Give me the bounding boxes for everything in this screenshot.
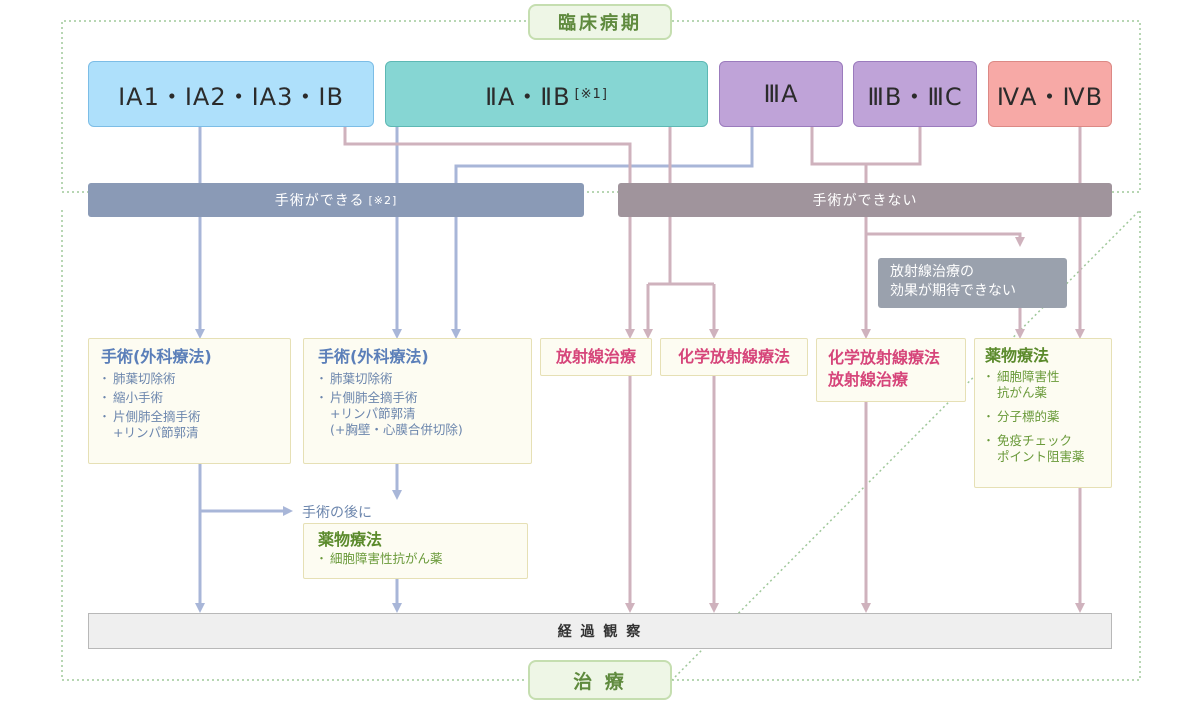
- inoperable-label: 手術ができない: [812, 193, 918, 209]
- stage-3a-label: ⅢA: [763, 80, 799, 108]
- radiation-title: 放射線治療: [555, 347, 636, 366]
- drug-item: 分子標的薬: [983, 409, 1111, 425]
- combo-line1: 化学放射線療法: [828, 348, 941, 367]
- stage-4: ⅣA・ⅣB: [988, 61, 1112, 127]
- drug-title: 薬物療法: [985, 346, 1050, 365]
- surgery-box-2: 手術(外科療法) 肺葉切除術 片側肺全摘手術 +リンパ節郭清 (+胸壁・心膜合併…: [303, 338, 532, 464]
- surgery-2-item: 肺葉切除術: [316, 371, 531, 387]
- no-radiation-effect-note: 放射線治療の 効果が期待できない: [878, 258, 1067, 308]
- surgery-1-item: 縮小手術: [99, 390, 290, 406]
- follow-up-label: 経 過 観 察: [557, 624, 643, 640]
- stage-3bc-label: ⅢB・ⅢC: [867, 82, 963, 111]
- operable-bar: 手術ができる[※2]: [88, 183, 584, 217]
- stage-3bc: ⅢB・ⅢC: [853, 61, 977, 127]
- after-surgery-label: 手術の後に: [302, 505, 372, 521]
- surgery-1-item: 肺葉切除術: [99, 371, 290, 387]
- chemoradiation-box: 化学放射線療法: [660, 338, 808, 376]
- inoperable-bar: 手術ができない: [618, 183, 1112, 217]
- operable-label: 手術ができる: [274, 193, 365, 209]
- drug-item: 細胞障害性 抗がん薬: [983, 369, 1111, 401]
- radiation-box: 放射線治療: [540, 338, 652, 376]
- surgery-2-title: 手術(外科療法): [318, 347, 429, 366]
- stage-1-label: IA1・IA2・IA3・IB: [118, 82, 344, 111]
- stage-2: ⅡA・ⅡB[※1]: [385, 61, 708, 127]
- treatment-label: 治 療: [528, 660, 672, 700]
- surgery-1-title: 手術(外科療法): [101, 347, 212, 366]
- no-effect-line2: 効果が期待できない: [890, 283, 1016, 299]
- no-effect-line1: 放射線治療の: [890, 264, 974, 280]
- chemoradiation-title: 化学放射線療法: [677, 347, 790, 366]
- stage-3a: ⅢA: [719, 61, 843, 127]
- post-drug-title: 薬物療法: [318, 530, 383, 549]
- drug-item: 免疫チェック ポイント阻害薬: [983, 433, 1111, 465]
- surgery-box-1: 手術(外科療法) 肺葉切除術 縮小手術 片側肺全摘手術 +リンパ節郭清: [88, 338, 291, 464]
- stage-2-note: [※1]: [574, 86, 608, 102]
- clinical-stage-label: 臨床病期: [528, 4, 672, 40]
- operable-note: [※2]: [368, 193, 398, 207]
- stage-4-label: ⅣA・ⅣB: [996, 82, 1104, 111]
- post-surgery-drug-box: 薬物療法 細胞障害性抗がん薬: [303, 523, 528, 579]
- follow-up-bar: 経 過 観 察: [88, 613, 1112, 649]
- surgery-2-item: 片側肺全摘手術 +リンパ節郭清 (+胸壁・心膜合併切除): [316, 390, 531, 438]
- combo-line2: 放射線治療: [828, 370, 909, 389]
- stage-1: IA1・IA2・IA3・IB: [88, 61, 374, 127]
- chemoradiation-or-radiation-box: 化学放射線療法 放射線治療: [816, 338, 966, 402]
- stage-2-label: ⅡA・ⅡB: [485, 82, 571, 111]
- drug-therapy-box: 薬物療法 細胞障害性 抗がん薬 分子標的薬 免疫チェック ポイント阻害薬: [974, 338, 1112, 488]
- post-drug-item: 細胞障害性抗がん薬: [316, 551, 527, 567]
- surgery-1-item: 片側肺全摘手術 +リンパ節郭清: [99, 409, 290, 441]
